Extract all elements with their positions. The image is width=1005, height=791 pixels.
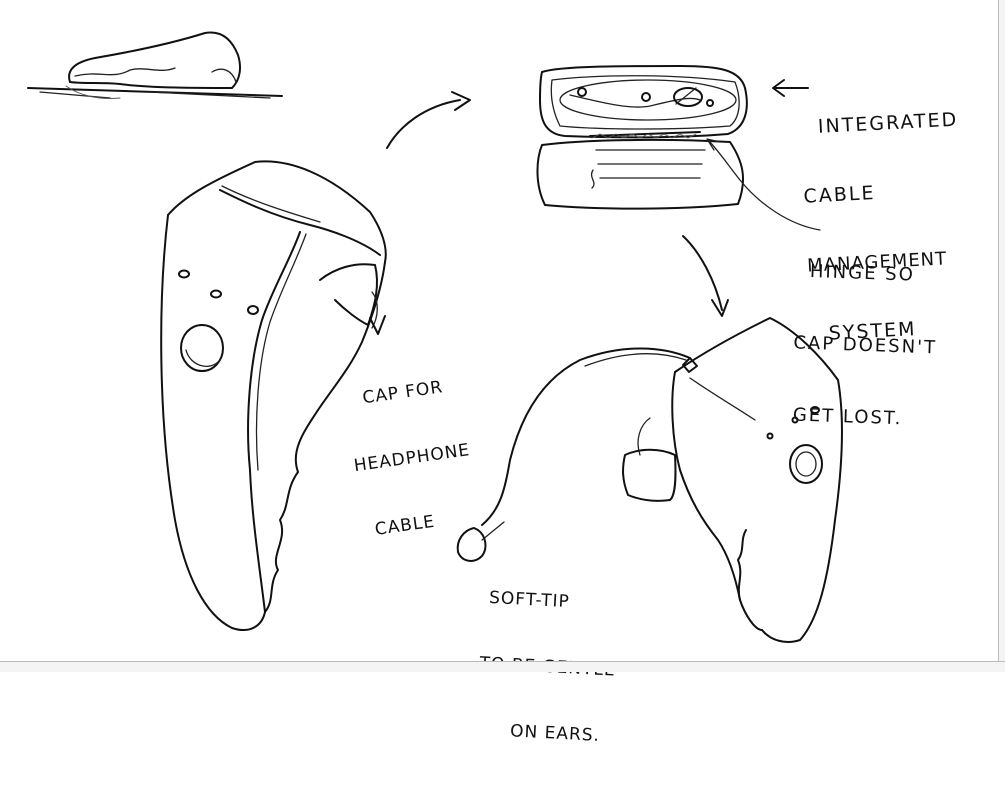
device-side-profile-sketch: [27, 31, 283, 99]
hinge-leader-line: [706, 138, 821, 231]
arrow-down-to-device: [682, 235, 729, 317]
page-edge-bottom: [0, 661, 1005, 672]
arrow-integrated: [772, 79, 809, 97]
soft-tip-earbud: [456, 527, 487, 562]
annotation-line: ON EARS.: [509, 721, 601, 746]
device-front-sketch: [160, 160, 387, 631]
main-button: [180, 324, 224, 372]
device-button: [789, 444, 823, 484]
indicator-dot-3: [247, 305, 259, 315]
sketch-sheet: INTEGRATED CABLE MANAGEMENT SYSTEM HINGE…: [0, 0, 1005, 746]
annotation-line: GET LOST.: [792, 404, 903, 430]
device-with-cable-sketch: [456, 317, 843, 643]
page-edge-right: [998, 0, 1005, 672]
annotation-line: CAP DOESN'T: [793, 332, 938, 359]
indicator-dot-1: [178, 269, 190, 279]
annotation-line: HINGE SO: [809, 260, 916, 286]
annotation-line: CABLE: [373, 511, 437, 540]
annotation-line: SOFT-TIP: [488, 587, 571, 613]
annotation-line: CABLE: [803, 182, 876, 208]
sketch-drawing: [27, 31, 843, 643]
annotation-line: HEADPHONE: [352, 440, 472, 477]
indicator-dot-2: [210, 289, 222, 299]
arrow-to-cable-system: [386, 91, 471, 149]
cable-compartment-sketch: [536, 65, 748, 210]
annotation-line: INTEGRATED: [817, 108, 959, 138]
annotation-line: CAP FOR: [361, 377, 445, 409]
annotation-hinge: HINGE SO CAP DOESN'T GET LOST.: [793, 212, 942, 480]
